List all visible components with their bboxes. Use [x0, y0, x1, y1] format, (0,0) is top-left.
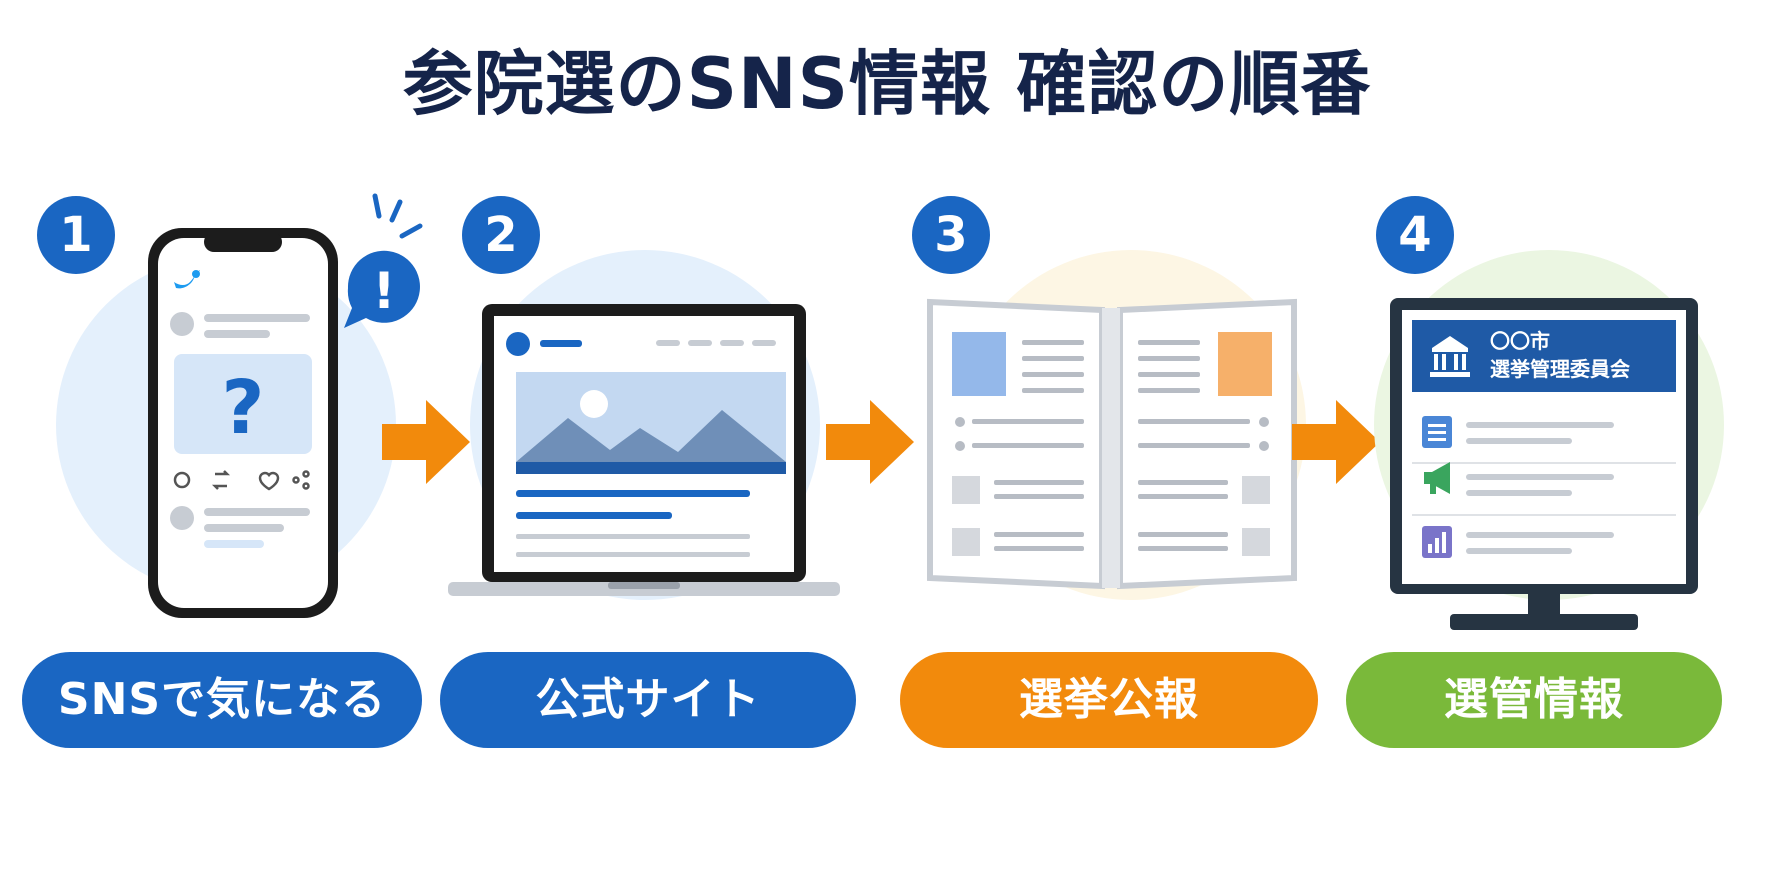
- step-4: 4 〇〇市 選挙管理委員会: [1346, 0, 1766, 887]
- monitor-icon: 〇〇市 選挙管理委員会: [1390, 298, 1698, 630]
- step-1-label: SNSで気になる: [22, 652, 422, 748]
- step-3: 3 選挙公報: [900, 0, 1320, 887]
- step-1-number-badge: 1: [37, 196, 115, 274]
- step-3-label: 選挙公報: [900, 652, 1318, 748]
- government-building-icon: [1430, 336, 1470, 377]
- step-4-label: 選管情報: [1346, 652, 1722, 748]
- step-2-number-badge: 2: [462, 196, 540, 274]
- laptop-icon: [448, 304, 840, 596]
- arrow-right-icon: [1292, 400, 1380, 484]
- step-3-number-badge: 3: [912, 196, 990, 274]
- smartphone-icon: ? !: [148, 193, 423, 618]
- arrow-right-icon: [826, 400, 914, 484]
- svg-text:選挙管理委員会: 選挙管理委員会: [1490, 357, 1630, 381]
- step-1: 1 ? ! SNSで気になる: [20, 0, 440, 887]
- document-icon: [1422, 416, 1452, 448]
- bird-logo-icon: [174, 270, 200, 289]
- open-publication-icon: [927, 298, 1297, 590]
- bar-chart-icon: [1422, 526, 1452, 558]
- page-title: 参院選のSNS情報 確認の順番: [402, 43, 1372, 125]
- svg-text:!: !: [373, 262, 396, 320]
- landscape-image-icon: [516, 372, 786, 474]
- svg-text:〇〇市: 〇〇市: [1490, 329, 1550, 353]
- arrow-right-icon: [382, 400, 470, 484]
- svg-text:?: ?: [222, 365, 265, 451]
- megaphone-icon: [1424, 462, 1450, 494]
- step-2-label: 公式サイト: [440, 652, 856, 748]
- step-2: 2 公式サイト: [440, 0, 868, 887]
- alert-bubble-icon: !: [344, 193, 423, 328]
- step-4-number-badge: 4: [1376, 196, 1454, 274]
